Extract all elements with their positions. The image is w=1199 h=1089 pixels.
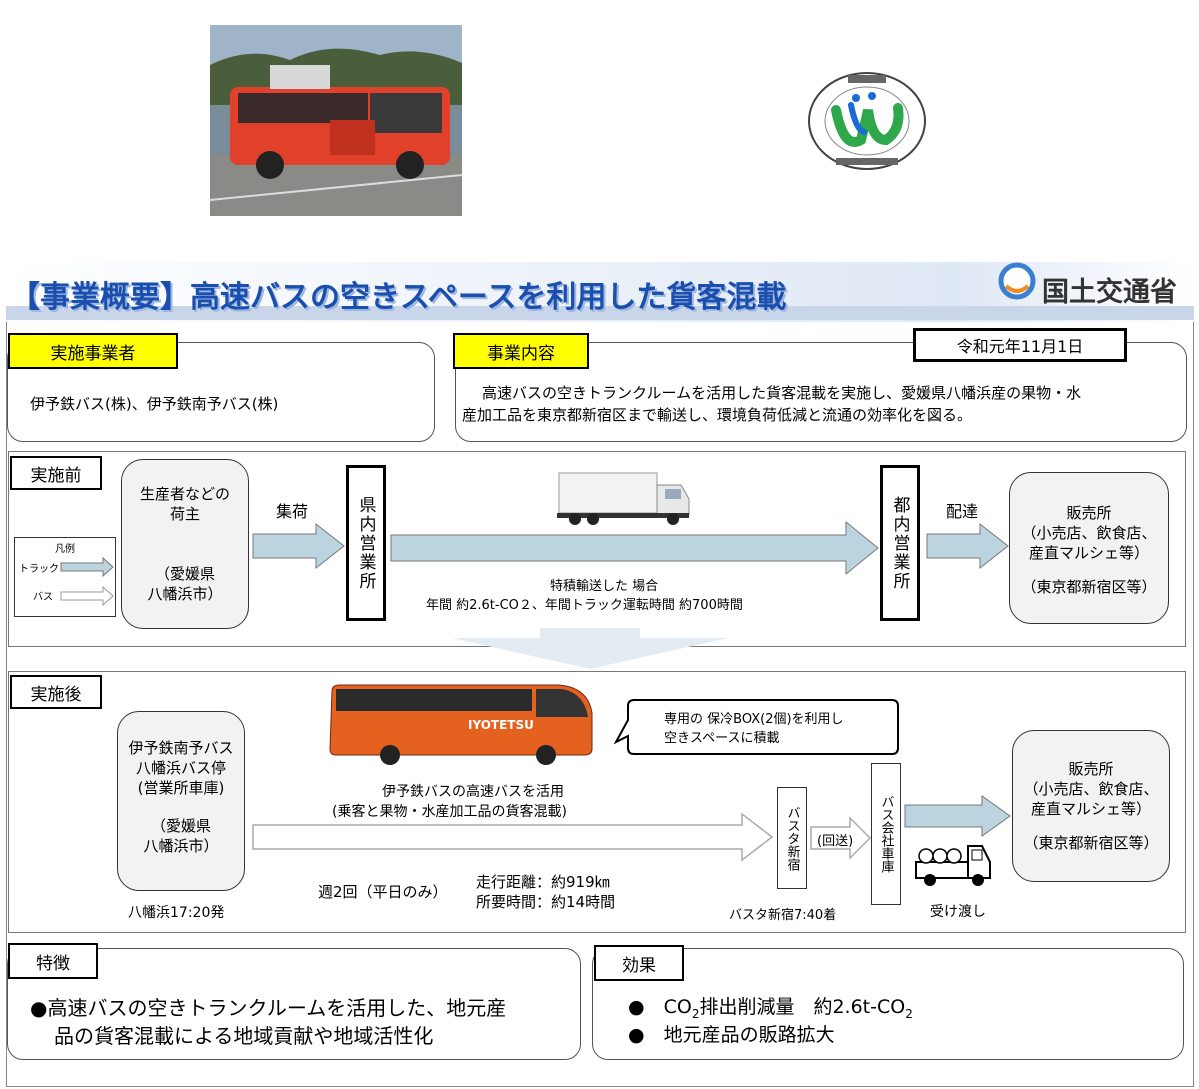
deliver-label: 配達	[946, 502, 979, 521]
shipper-line4: 八幡浜市）	[147, 585, 223, 603]
shipper-box: 生産者などの 荷主 （愛媛県 八幡浜市）	[121, 459, 249, 629]
before-note-line1: 特積輸送した 場合	[550, 579, 659, 594]
business-tag: 事業内容	[453, 333, 589, 369]
content-frame	[6, 322, 1194, 1087]
before-shop-line2: （小売店、飲食店、	[1021, 524, 1157, 542]
bus-stop-line5: 八幡浜市）	[143, 837, 219, 855]
handover-arrow-icon	[904, 795, 1011, 837]
effects-item1-b: 排出削減量 約2.6t-CO	[699, 996, 906, 1018]
after-shop-box: 販売所 （小売店、飲食店、 産直マルシェ等） （東京都新宿区等）	[1012, 730, 1170, 882]
legend-box: 凡例 トラック バス	[14, 537, 116, 617]
truck-icon	[557, 472, 690, 525]
truck-transport-arrow-icon	[390, 520, 879, 576]
after-shop-line1: 販売所	[1068, 760, 1114, 778]
return-label: (回送)	[817, 834, 854, 849]
effects-item1: ● CO2排出削減量 約2.6t-CO2	[628, 992, 913, 1021]
shipper-line3: （愛媛県	[154, 565, 215, 583]
page-title: 【事業概要】高速バスの空きスペースを利用した貨客混載	[10, 280, 787, 315]
effects-box	[592, 948, 1184, 1060]
after-shop-line3: 産直マルシェ等）	[1030, 800, 1151, 818]
bus-caption-line2: (乗客と果物・水産加工品の貨客混載)	[332, 804, 567, 820]
legend-truck-label: トラック	[19, 564, 59, 575]
ministry-logo-icon	[998, 262, 1036, 300]
bus-photo	[210, 25, 462, 216]
duration-text: 所要時間：約14時間	[476, 893, 616, 911]
highway-bus-icon: IYOTETSU	[329, 684, 593, 765]
effects-item1-a: ● CO	[628, 996, 692, 1018]
shipper-line1: 生産者などの	[139, 485, 230, 503]
bubble-line2: 空きスペースに積載	[664, 731, 780, 746]
distance-text: 走行距離：約919㎞	[476, 873, 610, 891]
before-shop-box: 販売所 （小売店、飲食店、 産直マルシェ等） （東京都新宿区等）	[1009, 472, 1169, 624]
collect-arrow-icon	[252, 522, 345, 570]
legend-arrows-icon	[60, 556, 114, 607]
speech-bubble-shape	[613, 699, 899, 755]
bus-caption-line1: 伊予鉄バスの高速バスを活用	[382, 784, 564, 800]
delivery-truck-icon	[915, 845, 991, 886]
operator-tag: 実施事業者	[8, 333, 178, 369]
effects-item2: ● 地元産品の販路拡大	[628, 1024, 835, 1046]
certification-seal-logo	[806, 70, 928, 172]
bus-brand-text: IYOTETSU	[468, 718, 534, 732]
bus-stop-line1: 伊予鉄南予バス	[128, 739, 234, 757]
effects-tag: 効果	[594, 945, 684, 981]
business-text-line1: 高速バスの空きトランクルームを活用した貨客混載を実施し、愛媛県八幡浜産の果物・水	[482, 384, 1082, 402]
bubble-line1: 専用の 保冷BOX(2個)を利用し	[664, 712, 844, 727]
legend-bus-label: バス	[33, 592, 53, 603]
before-shop-line3: 産直マルシェ等）	[1028, 544, 1149, 562]
after-shop-line2: （小売店、飲食店、	[1023, 780, 1159, 798]
bus-stop-line3: (営業所車庫)	[137, 779, 225, 797]
legend-title: 凡例	[55, 544, 75, 555]
before-shop-line1: 販売所	[1066, 504, 1112, 522]
bus-stop-line2: 八幡浜バス停	[135, 759, 226, 777]
features-tag: 特徴	[8, 943, 98, 979]
before-tag: 実施前	[10, 456, 102, 490]
features-line2: 品の貨客混載による地域貢献や地域活性化	[54, 1024, 434, 1048]
garage-box: バス会社車庫	[871, 763, 901, 905]
features-line1: ●高速バスの空きトランクルームを活用した、地元産	[30, 996, 507, 1020]
after-shop-line4: （東京都新宿区等）	[1023, 834, 1159, 852]
after-tag: 実施後	[10, 675, 102, 709]
handover-label: 受け渡し	[930, 904, 986, 920]
bus-stop-line4: （愛媛県	[150, 817, 211, 835]
before-shop-line4: （東京都新宿区等）	[1021, 578, 1157, 596]
bus-stop-box: 伊予鉄南予バス 八幡浜バス停 (営業所車庫) （愛媛県 八幡浜市）	[117, 711, 245, 891]
return-arrow-icon	[810, 816, 872, 860]
transition-arrow-icon	[452, 628, 728, 669]
arrive-time: バスタ新宿7:40着	[729, 908, 837, 923]
business-date: 令和元年11月1日	[913, 328, 1127, 362]
title-bar	[6, 262, 1194, 322]
before-note-line2: 年間 約2.6t-CO２、年間トラック運転時間 約700時間	[426, 598, 743, 613]
depart-time: 八幡浜17:20発	[128, 905, 225, 921]
business-text-line2: 産加工品を東京都新宿区まで輸送し、環境負荷低減と流通の効率化を図る。	[462, 406, 973, 424]
ministry-name: 国土交通省	[1042, 277, 1177, 308]
features-box	[7, 948, 581, 1060]
collect-label: 集荷	[276, 502, 309, 521]
bus-transport-arrow-icon	[252, 812, 774, 862]
frequency-text: 週2回（平日のみ）	[318, 883, 448, 901]
deliver-arrow-icon	[926, 522, 1009, 570]
operator-text: 伊予鉄バス(株)、伊予鉄南予バス(株)	[30, 395, 279, 413]
shipper-line2: 荷主	[169, 505, 200, 523]
basta-box: バスタ新宿	[777, 787, 807, 889]
pref-office-box: 県内営業所	[346, 465, 386, 621]
effects-item1-sub2: 2	[905, 1006, 913, 1021]
effects-item1-sub: 2	[691, 1006, 700, 1021]
metro-office-box: 都内営業所	[880, 465, 920, 621]
